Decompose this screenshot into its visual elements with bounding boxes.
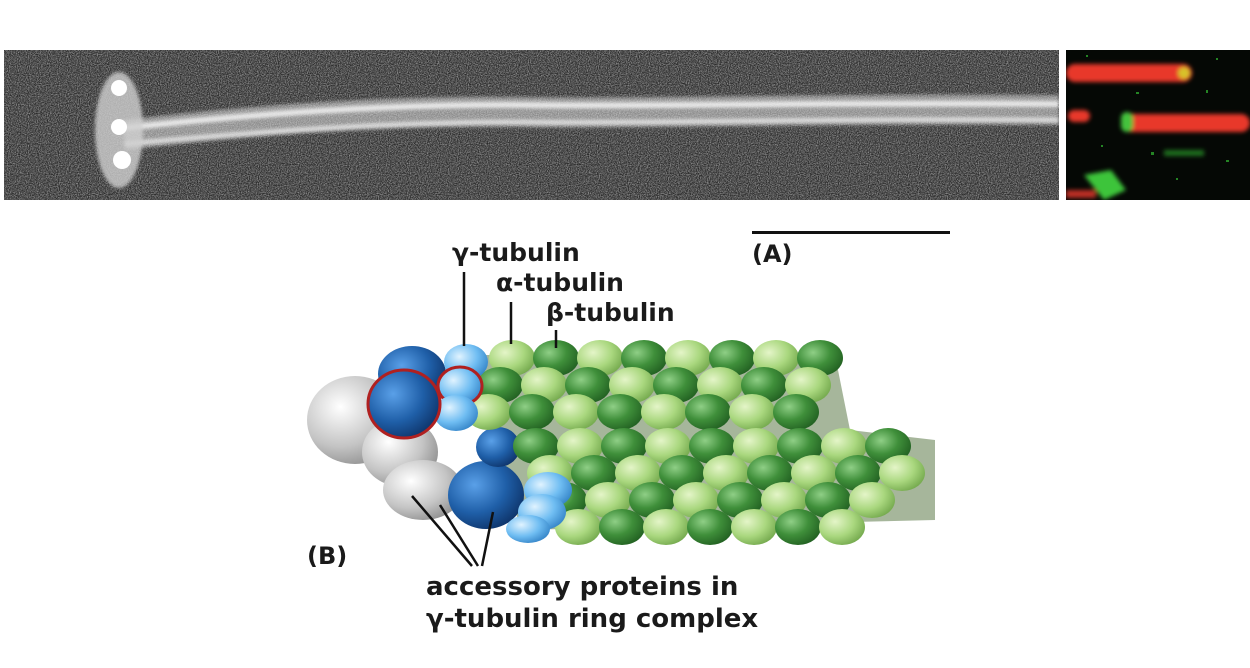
alpha-tubulin-subunit [849, 482, 895, 518]
beta-tubulin-subunit [601, 428, 647, 464]
beta-tubulin-subunit [805, 482, 851, 518]
panel-label-b: (B) [307, 542, 348, 570]
beta-tubulin-subunit [629, 482, 675, 518]
microtubule-lattice [465, 340, 925, 545]
alpha-tubulin-subunit [609, 367, 655, 403]
alpha-tubulin-subunit [761, 482, 807, 518]
alpha-tubulin-subunit [521, 367, 567, 403]
accessory-protein-blue [476, 427, 520, 467]
beta-tubulin-subunit [685, 394, 731, 430]
alpha-tubulin-subunit [643, 509, 689, 545]
alpha-tubulin-subunit [791, 455, 837, 491]
scale-bar [752, 231, 950, 234]
panel-label-a: (A) [752, 240, 793, 268]
gamma-tubulin-label: γ-tubulin [452, 238, 580, 267]
alpha-tubulin-subunit [753, 340, 799, 376]
beta-tubulin-subunit [835, 455, 881, 491]
alpha-tubulin-subunit [731, 509, 777, 545]
alpha-tubulin-subunit [557, 428, 603, 464]
electron-micrograph-panel [4, 50, 1059, 200]
alpha-tubulin-subunit [665, 340, 711, 376]
beta-tubulin-subunit [747, 455, 793, 491]
alpha-tubulin-subunit [819, 509, 865, 545]
accessory-proteins-label-line1: accessory proteins in [426, 572, 739, 602]
alpha-tubulin-subunit [785, 367, 831, 403]
alpha-tubulin-subunit [585, 482, 631, 518]
beta-tubulin-subunit [689, 428, 735, 464]
beta-tubulin-subunit [653, 367, 699, 403]
alpha-tubulin-subunit [729, 394, 775, 430]
micrograph-ring-dot [111, 119, 127, 135]
fluorescence-image [1066, 55, 1250, 200]
alpha-tubulin-subunit [641, 394, 687, 430]
beta-tubulin-subunit [865, 428, 911, 464]
beta-tubulin-subunit [477, 367, 523, 403]
accessory-protein-outlined [366, 368, 442, 440]
beta-tubulin-subunit [775, 509, 821, 545]
micrograph-ring-dot [113, 151, 131, 169]
alpha-tubulin-subunit [673, 482, 719, 518]
alpha-tubulin-subunit [733, 428, 779, 464]
accessory-pointer [480, 511, 495, 567]
beta-tubulin-subunit [777, 428, 823, 464]
beta-tubulin-subunit [773, 394, 819, 430]
alpha-tubulin-label: α-tubulin [496, 268, 624, 297]
accessory-pointer [438, 504, 480, 567]
beta-tubulin-label: β-tubulin [546, 298, 675, 327]
alpha-tubulin-subunit [615, 455, 661, 491]
beta-tubulin-subunit [621, 340, 667, 376]
beta-tubulin-subunit [659, 455, 705, 491]
alpha-tubulin-subunit [645, 428, 691, 464]
beta-tubulin-subunit [599, 509, 645, 545]
beta-tubulin-subunit [717, 482, 763, 518]
alpha-tubulin-subunit [879, 455, 925, 491]
accessory-protein-gray [383, 460, 463, 520]
fluorescence-panel [1066, 50, 1250, 200]
accessory-pointer [411, 495, 473, 567]
beta-tubulin-subunit [741, 367, 787, 403]
alpha-tubulin-subunit [465, 394, 511, 430]
gamma-tubulin-subunit [506, 515, 550, 543]
accessory-proteins-label-line2: γ-tubulin ring complex [426, 604, 759, 634]
beta-tubulin-subunit [509, 394, 555, 430]
accessory-protein-blue [448, 461, 524, 529]
beta-tubulin-subunit [533, 340, 579, 376]
beta-tubulin-subunit [709, 340, 755, 376]
alpha-tubulin-subunit [697, 367, 743, 403]
micrograph-ring-dot [111, 80, 127, 96]
alpha-tubulin-subunit [821, 428, 867, 464]
beta-tubulin-subunit [687, 509, 733, 545]
alpha-tubulin-subunit [555, 509, 601, 545]
beta-tubulin-subunit [565, 367, 611, 403]
alpha-tubulin-subunit [553, 394, 599, 430]
beta-tubulin-subunit [797, 340, 843, 376]
micrograph-image [4, 50, 1059, 200]
beta-tubulin-subunit [513, 428, 559, 464]
alpha-tubulin-subunit [489, 340, 535, 376]
alpha-tubulin-subunit [703, 455, 749, 491]
beta-tubulin-subunit [571, 455, 617, 491]
gamma-tubulin-subunit [434, 395, 478, 431]
alpha-tubulin-subunit [577, 340, 623, 376]
beta-tubulin-subunit [597, 394, 643, 430]
